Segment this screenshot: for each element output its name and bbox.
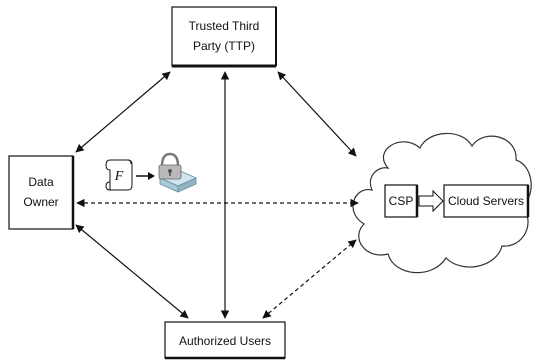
cloud-servers-node: Cloud Servers — [443, 184, 530, 218]
encrypt-arrow — [136, 172, 155, 180]
ttp-node: Trusted Third Party (TTP) — [171, 6, 277, 68]
data-owner-node: Data Owner — [8, 155, 75, 230]
authorized-users-node: Authorized Users — [164, 321, 286, 360]
ttp-label-line1: Trusted Third — [189, 19, 260, 33]
cloud-icon — [352, 132, 532, 274]
csp-to-cloud-servers-arrow — [418, 189, 444, 213]
authorized-users-label: Authorized Users — [179, 334, 271, 348]
arrow-authorized-users-cloud-dashed — [262, 239, 357, 319]
ttp-label-line2: Party (TTP) — [193, 39, 255, 53]
arrow-ttp-data-owner — [75, 71, 171, 153]
cloud-servers-label: Cloud Servers — [448, 194, 524, 208]
csp-node: CSP — [384, 184, 419, 218]
file-letter: F — [114, 169, 124, 184]
padlock-icon — [158, 152, 197, 193]
file-scroll-icon: F — [105, 159, 133, 191]
arrow-data-owner-authorized-users — [75, 224, 189, 319]
arrow-ttp-cloud — [277, 71, 357, 157]
csp-label: CSP — [389, 194, 414, 208]
data-owner-label-line2: Owner — [23, 195, 58, 209]
data-owner-label-line1: Data — [28, 175, 54, 189]
